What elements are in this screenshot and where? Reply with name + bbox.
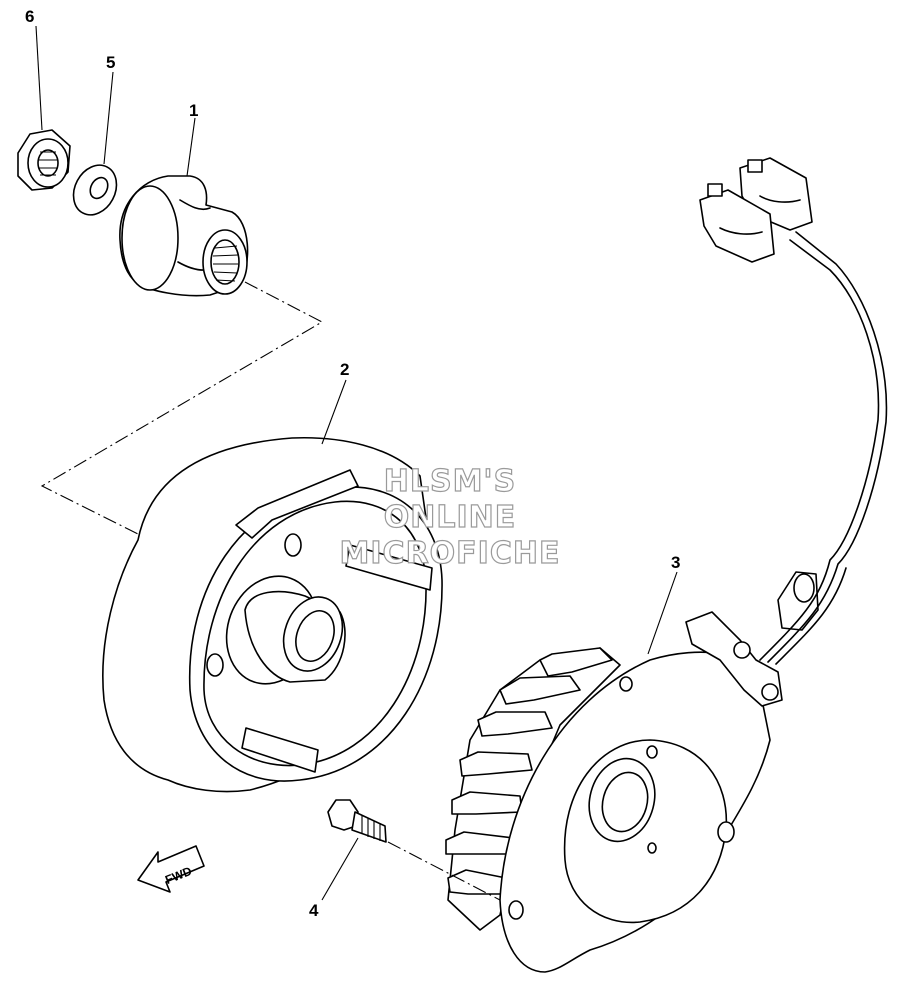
- rotor-part-2: [102, 436, 443, 793]
- callout-part-5: 5: [106, 53, 115, 72]
- callout-part-3: 3: [671, 553, 680, 572]
- callout-part-6: 6: [25, 7, 34, 26]
- fwd-arrow-icon: FWD: [137, 845, 205, 893]
- callout-part-1: 1: [189, 101, 198, 120]
- nut-part-6: [17, 129, 71, 191]
- watermark-line-1: HLSM'S: [384, 464, 516, 499]
- stator-part-3: [445, 571, 819, 973]
- callout-part-2: 2: [340, 360, 349, 379]
- bolt-part-4: [327, 799, 387, 843]
- watermark-line-2: ONLINE: [384, 500, 517, 535]
- callout-part-4: 4: [309, 901, 319, 920]
- watermark-line-3: MICROFICHE: [340, 536, 561, 571]
- callout-leaders: [35, 25, 678, 901]
- lead-wire-harness: [699, 157, 888, 665]
- assembly-guide-lines: [40, 281, 501, 901]
- collar-part-1: [119, 175, 249, 297]
- washer-part-5: [72, 164, 118, 216]
- watermark: HLSM'S ONLINE MICROFICHE: [339, 463, 561, 571]
